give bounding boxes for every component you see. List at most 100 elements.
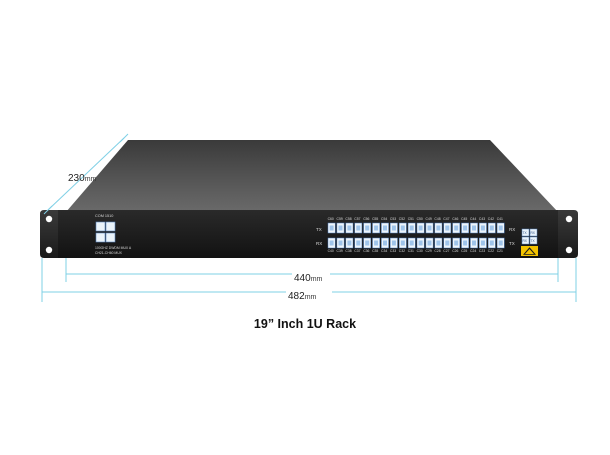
channel-port — [327, 237, 336, 249]
rx-label-right: RX — [509, 227, 516, 232]
channel-port — [479, 237, 487, 249]
channel-label-bottom: C35 — [372, 249, 379, 253]
channel-label-top: C48 — [434, 216, 441, 221]
channel-port-grid — [327, 222, 505, 249]
channel-label-bottom: C26 — [452, 249, 459, 253]
channel-label-top: C49 — [425, 216, 432, 221]
channel-port — [434, 222, 443, 234]
channel-label-top: C45 — [461, 216, 468, 221]
channel-port — [354, 222, 363, 234]
channel-label-bottom: C39 — [336, 249, 343, 253]
channel-label-bottom: C34 — [381, 249, 388, 253]
channel-port — [487, 222, 496, 234]
channel-port — [434, 237, 443, 249]
mount-hole-left-top — [45, 215, 53, 223]
channel-port — [363, 237, 372, 249]
channel-label-bottom: C40 — [327, 249, 334, 253]
chassis-front-panel — [58, 210, 558, 258]
channel-label-top: C55 — [372, 216, 379, 221]
tx-label-left: TX — [316, 227, 322, 232]
channel-label-bottom: C29 — [425, 249, 432, 253]
channel-port — [452, 237, 461, 249]
outer-width-value: 482 — [288, 291, 305, 302]
outer-width-label: 482mm — [288, 286, 316, 304]
module-label: COM 1510 — [95, 214, 114, 218]
inner-width-value: 440 — [294, 273, 311, 284]
channel-port — [407, 222, 416, 234]
channel-label-top: C52 — [398, 216, 406, 221]
laser-warning-icon — [521, 246, 538, 256]
channel-label-bottom: C31 — [407, 249, 414, 253]
rx-label-left: RX — [316, 241, 323, 246]
channel-port — [461, 222, 469, 234]
channel-port — [425, 222, 434, 234]
channel-port — [381, 237, 389, 249]
channel-port — [496, 237, 505, 249]
model-line-2: CH21-CH60 MUX — [95, 251, 122, 255]
channel-label-bottom: C32 — [398, 249, 406, 253]
channel-label-top: C43 — [478, 216, 486, 221]
channel-label-top: C58 — [345, 216, 352, 221]
channel-port — [443, 222, 452, 234]
tx-label-right: TX — [509, 241, 515, 246]
mount-hole-left-bottom — [45, 246, 53, 254]
depth-value: 230 — [68, 173, 85, 184]
rack-ear-left — [40, 210, 58, 258]
channel-port — [372, 237, 380, 249]
channel-label-bottom: C38 — [345, 249, 352, 253]
channel-label-bottom: C23 — [478, 249, 486, 253]
caption: 19” Inch 1U Rack — [253, 317, 357, 331]
channel-port — [345, 222, 354, 234]
depth-unit: mm — [84, 176, 97, 183]
channel-port — [354, 237, 363, 249]
channel-port — [416, 222, 425, 234]
channel-port — [398, 237, 407, 249]
channel-label-bottom: C33 — [389, 249, 397, 253]
channel-port — [372, 222, 380, 234]
rack-ear-right — [558, 210, 578, 258]
channel-port — [470, 222, 478, 234]
channel-label-top: C41 — [496, 216, 503, 221]
channel-port — [336, 222, 345, 234]
channel-port — [496, 222, 505, 234]
outer-width-unit: mm — [304, 294, 317, 301]
channel-port — [452, 222, 461, 234]
channel-port — [363, 222, 372, 234]
depth-dimension-line — [47, 137, 125, 211]
chassis-top — [66, 140, 558, 212]
channel-port — [390, 237, 398, 249]
channel-label-bottom: C22 — [487, 249, 495, 253]
com-port-block — [95, 221, 116, 243]
channel-port — [416, 237, 425, 249]
model-line-1: 100GHZ DWDM MUX A — [95, 246, 132, 250]
side-port-label: TX — [530, 238, 535, 243]
channel-label-bottom: C30 — [416, 249, 423, 253]
inner-width-label: 440mm — [294, 268, 322, 286]
channel-port — [461, 237, 469, 249]
channel-port — [470, 237, 478, 249]
channel-label-top: C53 — [389, 216, 397, 221]
channel-port — [407, 237, 416, 249]
channel-label-top: C51 — [407, 216, 414, 221]
side-port-label: RX — [530, 230, 535, 235]
channel-label-bottom: C37 — [354, 249, 361, 253]
channel-label-top: C42 — [487, 216, 495, 221]
channel-port — [345, 237, 354, 249]
channel-port — [398, 222, 407, 234]
channel-label-bottom: C36 — [363, 249, 370, 253]
channel-label-bottom: C28 — [434, 249, 441, 253]
channel-label-top: C59 — [336, 216, 343, 221]
channel-label-bottom: C25 — [461, 249, 468, 253]
inner-width-unit: mm — [310, 276, 323, 283]
channel-label-top: C50 — [416, 216, 423, 221]
channel-port — [487, 237, 496, 249]
channel-label-bottom: C27 — [443, 249, 450, 253]
channel-port — [336, 237, 345, 249]
mount-hole-right-bottom — [565, 246, 573, 254]
channel-label-top: C60 — [327, 216, 334, 221]
channel-label-top: C54 — [381, 216, 388, 221]
dimension-lines — [41, 133, 577, 302]
channel-label-top: C46 — [452, 216, 459, 221]
